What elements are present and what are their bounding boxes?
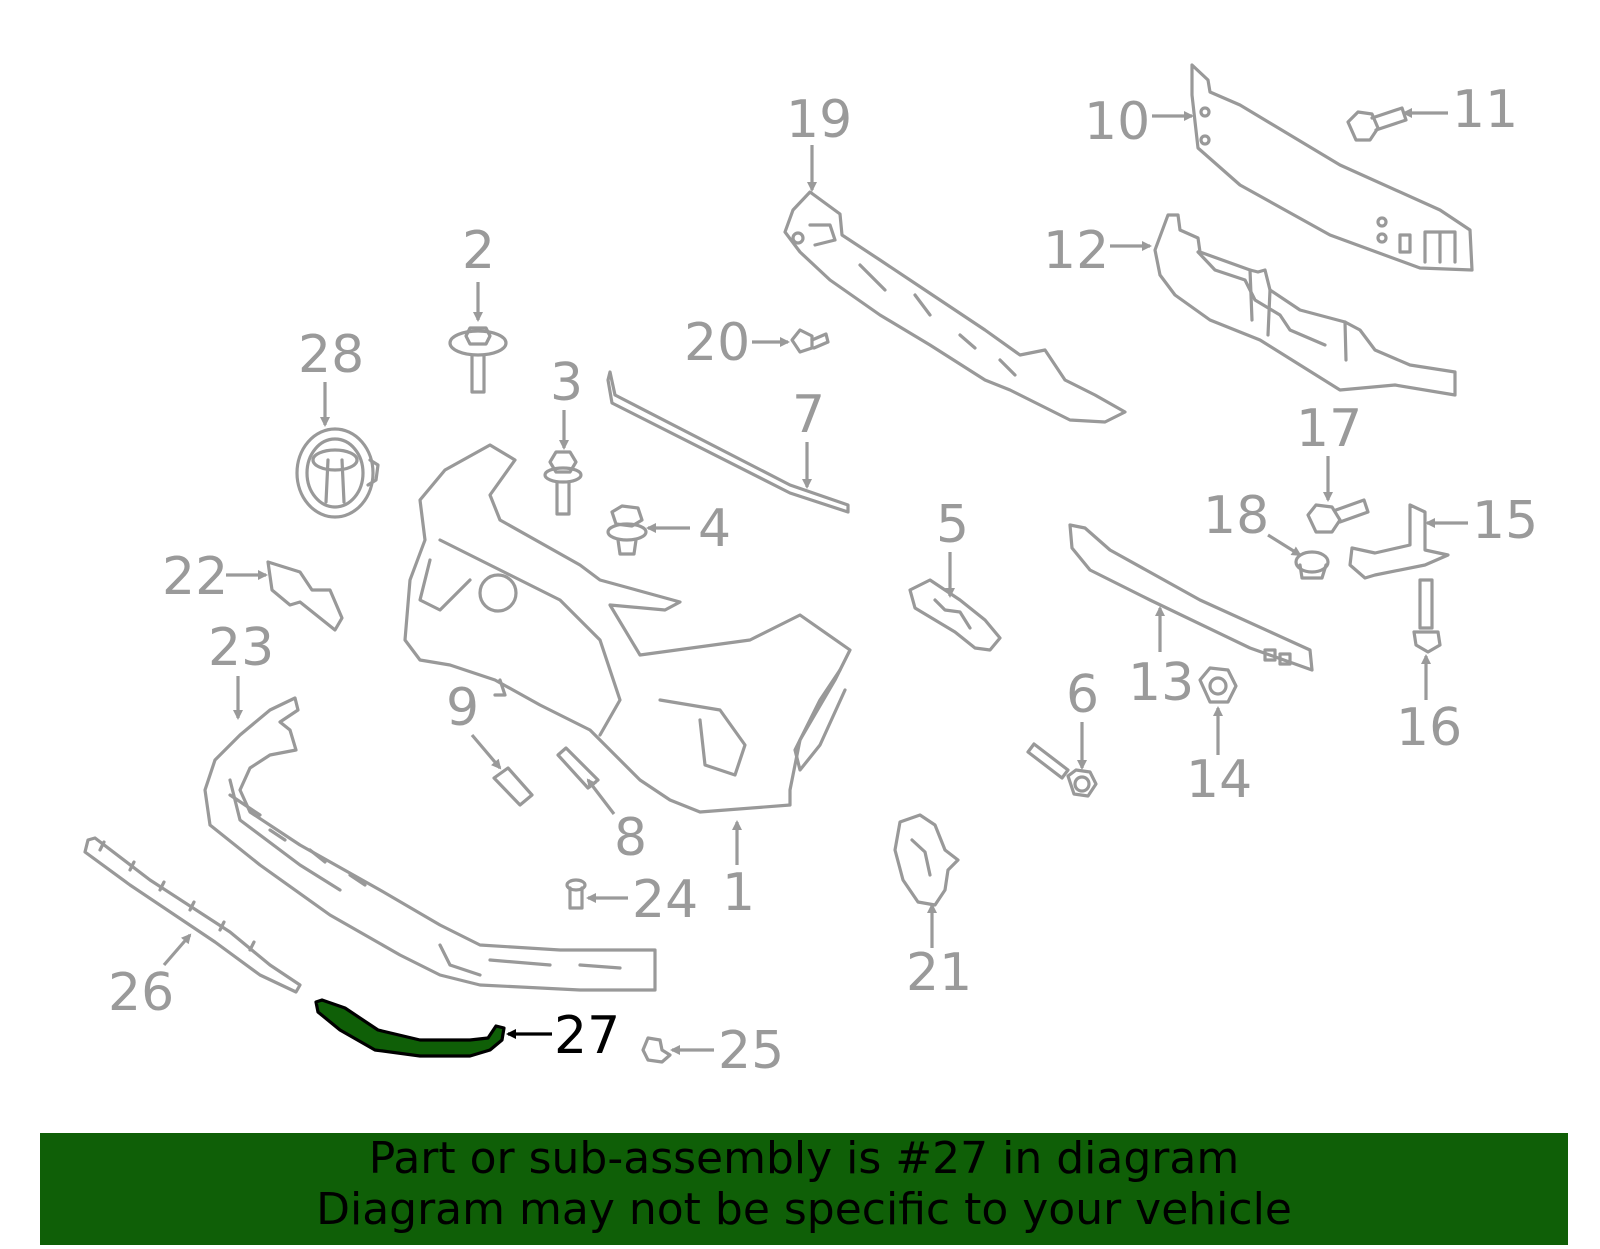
parts-diagram: 1 2 3 4 5 6 7 8 9 10 11 12 13 14 15 16 1… (83, 63, 1538, 1081)
arrow-9 (470, 733, 502, 770)
callout-6: 6 (1066, 665, 1099, 725)
arrow-26 (162, 933, 192, 967)
callout-21: 21 (906, 943, 972, 1003)
part-13-bar[interactable] (1068, 523, 1314, 672)
callout-13: 13 (1128, 653, 1194, 713)
part-12-absorber[interactable] (1153, 213, 1457, 397)
part-4-clip[interactable] (606, 504, 648, 556)
part-17-bolt[interactable] (1306, 498, 1370, 534)
part-21-cover[interactable] (893, 813, 960, 907)
arrow-18 (1267, 533, 1302, 557)
banner-line-2: Diagram may not be specific to your vehi… (316, 1184, 1292, 1235)
part-16-stud[interactable] (1412, 578, 1442, 654)
part-10-reinforcement[interactable] (1190, 63, 1474, 272)
callout-7: 7 (792, 385, 825, 445)
part-8-pad[interactable] (556, 746, 600, 790)
callout-labels: 1 2 3 4 5 6 7 8 9 10 11 12 13 14 15 16 1… (108, 80, 1538, 1081)
arrow-8 (586, 778, 616, 815)
part-14-nut[interactable] (1198, 666, 1238, 704)
part-1-bumper-cover[interactable] (403, 443, 852, 814)
part-18-nut[interactable] (1294, 550, 1330, 580)
callout-18: 18 (1203, 486, 1269, 546)
callout-12: 12 (1043, 221, 1109, 281)
part-2-bolt[interactable] (448, 326, 508, 394)
callout-24: 24 (632, 870, 698, 930)
callout-15: 15 (1472, 491, 1538, 551)
part-24-clip[interactable] (565, 878, 587, 910)
part-11-bolt[interactable] (1346, 106, 1408, 142)
part-26-trim-strip[interactable] (83, 836, 302, 994)
callout-28: 28 (298, 325, 364, 385)
callout-19: 19 (786, 90, 852, 150)
callout-17: 17 (1296, 399, 1362, 459)
callout-11: 11 (1452, 80, 1518, 140)
part-3-screw[interactable] (543, 450, 583, 516)
part-22-bracket[interactable] (266, 560, 344, 632)
callout-22: 22 (162, 547, 228, 607)
callout-1: 1 (722, 863, 755, 923)
part-19-absorber[interactable] (783, 190, 1127, 424)
leader-arrows (162, 108, 1468, 1055)
callout-14: 14 (1186, 750, 1252, 810)
banner-line-1: Part or sub-assembly is #27 in diagram (368, 1133, 1240, 1184)
callout-8: 8 (614, 808, 647, 868)
callout-9: 9 (446, 678, 479, 738)
callout-25: 25 (718, 1021, 784, 1081)
callout-27: 27 (554, 1006, 620, 1066)
part-6-bolt[interactable] (1026, 742, 1098, 798)
callout-3: 3 (550, 353, 583, 413)
callout-26: 26 (108, 963, 174, 1023)
part-20-clip[interactable] (790, 328, 830, 354)
callout-16: 16 (1396, 698, 1462, 758)
part-15-bracket[interactable] (1348, 503, 1450, 580)
part-25-clip[interactable] (641, 1036, 672, 1064)
callout-2: 2 (462, 221, 495, 281)
callout-5: 5 (936, 495, 969, 555)
callout-20: 20 (684, 313, 750, 373)
part-23-lower-spoiler[interactable] (203, 696, 657, 992)
part-28-emblem[interactable] (295, 427, 380, 519)
part-9-pad[interactable] (492, 766, 534, 807)
callout-10: 10 (1084, 92, 1150, 152)
part-27-highlighted[interactable] (314, 998, 506, 1058)
callout-4: 4 (698, 499, 731, 559)
callout-23: 23 (208, 618, 274, 678)
part-5-bracket[interactable] (908, 578, 1002, 652)
info-banner: Part or sub-assembly is #27 in diagram D… (40, 1133, 1568, 1245)
part-7-strip[interactable] (606, 370, 850, 514)
